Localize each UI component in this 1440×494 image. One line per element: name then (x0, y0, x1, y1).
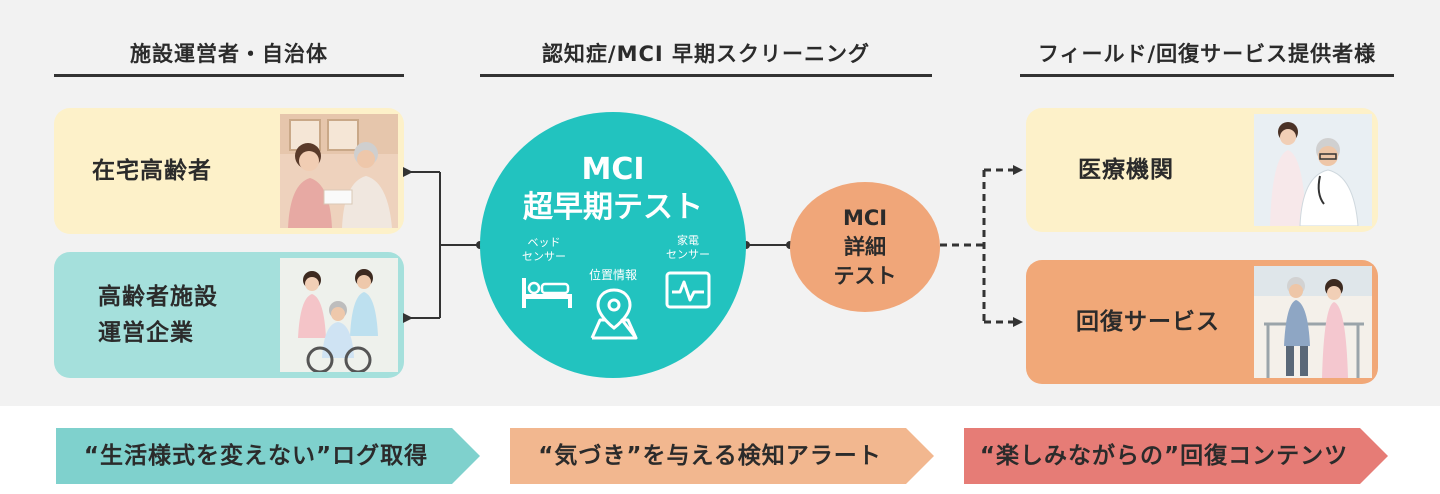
banner-log-acquisition-text: “生活様式を変えない”ログ取得 (83, 443, 429, 469)
header-rule-center (480, 74, 932, 77)
connector-lines (403, 165, 1023, 327)
mci-early-test-title-line1: MCI (581, 152, 645, 187)
location-info-label: 位置情報 (588, 268, 637, 282)
appliance-sensor-label-line2: センサー (666, 248, 710, 261)
header-field-recovery-providers: フィールド/回復サービス提供者様 (1037, 42, 1377, 66)
card-elderly-at-home-label: 在宅高齢者 (92, 158, 212, 184)
card-elderly-at-home[interactable]: 在宅高齢者 (54, 108, 404, 234)
care-facility-staff-photo (280, 258, 398, 372)
header-rule-left (54, 74, 404, 77)
banner-recovery-content: “楽しみながらの”回復コンテンツ (964, 428, 1388, 484)
header-mci-screening: 認知症/MCI 早期スクリーニング (541, 42, 871, 66)
location-map-icon (588, 286, 640, 346)
mci-detail-line3: テスト (833, 264, 897, 288)
banner-detection-alert: “気づき”を与える検知アラート (510, 428, 934, 484)
banner-recovery-content-text: “楽しみながらの”回復コンテンツ (979, 443, 1349, 469)
card-care-facility-label-line1: 高齢者施設 (98, 284, 218, 310)
card-care-facility-label-line2: 運営企業 (98, 320, 194, 346)
card-medical-institution[interactable]: 医療機関 (1026, 108, 1378, 232)
mci-early-test-title-line2: 超早期テスト (523, 190, 703, 225)
doctor-nurse-photo (1254, 114, 1372, 226)
rehabilitation-photo (1254, 266, 1372, 378)
header-rule-right (1020, 74, 1394, 77)
header-facility-operators: 施設運営者・自治体 (130, 42, 328, 66)
bed-sensor-label-line1: ベッド (527, 236, 561, 249)
card-care-facility-operators[interactable]: 高齢者施設 運営企業 (54, 252, 404, 378)
card-recovery-service-label: 回復サービス (1076, 309, 1220, 335)
mci-detail-test-circle[interactable]: MCI 詳細 テスト (790, 182, 940, 312)
banner-detection-alert-text: “気づき”を与える検知アラート (538, 443, 882, 469)
appliance-monitor-icon (664, 270, 712, 314)
card-medical-institution-label: 医療機関 (1078, 157, 1174, 183)
bed-sensor-label-line2: センサー (522, 250, 566, 263)
bed-icon (520, 274, 574, 314)
mci-early-test-circle[interactable]: MCI 超早期テスト ベッド センサー 位置情報 家電 センサー (480, 112, 746, 378)
mci-detail-line2: 詳細 (844, 235, 886, 259)
appliance-sensor-label-line1: 家電 (677, 234, 699, 247)
card-recovery-service[interactable]: 回復サービス (1026, 260, 1378, 384)
mci-detail-line1: MCI (842, 206, 888, 230)
banner-log-acquisition: “生活様式を変えない”ログ取得 (56, 428, 480, 484)
elderly-at-home-photo (280, 114, 398, 228)
